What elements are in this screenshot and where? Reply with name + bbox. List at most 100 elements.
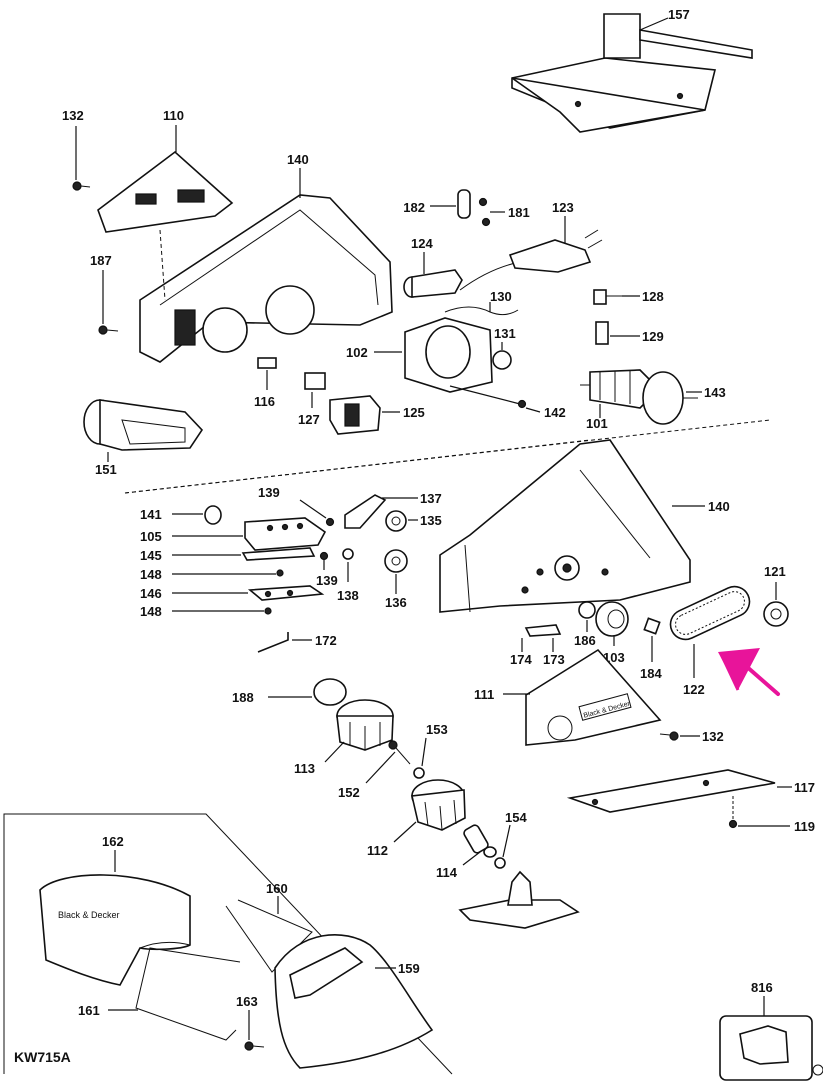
part-154-nut bbox=[494, 857, 506, 869]
part-139-screw-lower bbox=[319, 551, 329, 561]
part-116-clip bbox=[257, 357, 277, 369]
part-182-clamp bbox=[457, 189, 471, 219]
part-123-cable-plug bbox=[459, 229, 603, 291]
highlight-arrow bbox=[718, 648, 780, 696]
label-112: 112 bbox=[367, 843, 388, 858]
label-124: 124 bbox=[411, 236, 433, 251]
label-162: 162 bbox=[102, 834, 124, 849]
part-111-belt-cover: Black & Decker bbox=[525, 648, 662, 746]
part-117-rear-shoe bbox=[566, 769, 776, 813]
label-184: 184 bbox=[640, 666, 662, 681]
part-186-washer bbox=[578, 601, 596, 619]
label-102: 102 bbox=[346, 345, 368, 360]
label-151: 151 bbox=[95, 462, 117, 477]
label-113: 113 bbox=[294, 761, 315, 776]
label-110: 110 bbox=[163, 108, 184, 123]
part-163-screw bbox=[244, 1041, 254, 1051]
label-132-lower: 132 bbox=[702, 729, 724, 744]
label-148-upper: 148 bbox=[140, 567, 162, 582]
label-125: 125 bbox=[403, 405, 425, 420]
label-159: 159 bbox=[398, 961, 420, 976]
label-153: 153 bbox=[426, 722, 448, 737]
part-103-pulley bbox=[595, 601, 629, 637]
label-148-lower: 148 bbox=[140, 604, 162, 619]
label-140-lower: 140 bbox=[708, 499, 730, 514]
part-148-screw-lower bbox=[264, 607, 272, 615]
part-172-hex-key bbox=[257, 632, 289, 653]
label-816: 816 bbox=[751, 980, 773, 995]
label-127: 127 bbox=[298, 412, 320, 427]
label-131: 131 bbox=[494, 326, 516, 341]
label-135: 135 bbox=[420, 513, 442, 528]
label-136: 136 bbox=[385, 595, 407, 610]
part-146-clamp-plate bbox=[247, 585, 325, 601]
label-182: 182 bbox=[403, 200, 425, 215]
part-137-lever bbox=[344, 494, 387, 529]
part-184-nut bbox=[643, 617, 661, 635]
part-front-shoe bbox=[458, 870, 580, 929]
label-163: 163 bbox=[236, 994, 258, 1009]
part-161-bag-frame bbox=[135, 947, 241, 1041]
label-105: 105 bbox=[140, 529, 162, 544]
part-112-front-knob bbox=[411, 779, 466, 831]
part-124-cable-guard bbox=[403, 269, 463, 298]
label-141: 141 bbox=[140, 507, 162, 522]
label-139-top: 139 bbox=[258, 485, 280, 500]
part-162-dust-bag: Black & Decker bbox=[39, 874, 191, 986]
part-132-screw bbox=[72, 181, 91, 191]
part-110-switch-cover bbox=[97, 150, 234, 233]
label-173: 173 bbox=[543, 652, 565, 667]
part-173-key bbox=[524, 624, 562, 637]
diagram-code: KW715A bbox=[14, 1049, 71, 1065]
part-105-cutter-block bbox=[244, 517, 327, 551]
part-148-screw-upper bbox=[276, 569, 284, 577]
label-111: 111 bbox=[474, 687, 494, 702]
label-138: 138 bbox=[337, 588, 359, 603]
label-101: 101 bbox=[586, 416, 608, 431]
part-142-screw bbox=[449, 385, 521, 405]
part-128-brush bbox=[593, 289, 622, 305]
part-140-housing-upper bbox=[139, 194, 393, 363]
part-136-bushing bbox=[384, 549, 408, 573]
label-188: 188 bbox=[232, 690, 254, 705]
part-139-screw-top bbox=[325, 517, 335, 527]
label-114: 114 bbox=[436, 865, 458, 880]
part-152-screw bbox=[388, 740, 411, 765]
label-130: 130 bbox=[490, 289, 512, 304]
label-143: 143 bbox=[704, 385, 726, 400]
part-135-bushing bbox=[385, 510, 407, 532]
label-139-lower: 139 bbox=[316, 573, 338, 588]
part-113-depth-knob bbox=[336, 699, 394, 751]
label-122: 122 bbox=[683, 682, 705, 697]
label-174: 174 bbox=[510, 652, 532, 667]
part-119-screw bbox=[728, 819, 738, 829]
label-161: 161 bbox=[78, 1003, 100, 1018]
part-188-o-ring bbox=[313, 678, 347, 706]
part-151-dust-outlet bbox=[83, 399, 204, 451]
part-140-housing-lower bbox=[439, 439, 691, 613]
part-114-shaft bbox=[463, 824, 497, 858]
label-160: 160 bbox=[266, 881, 288, 896]
part-121-pulley bbox=[763, 601, 789, 627]
part-187-screw bbox=[98, 325, 119, 335]
part-138-washer bbox=[342, 548, 354, 560]
label-142: 142 bbox=[544, 405, 566, 420]
label-186: 186 bbox=[574, 633, 596, 648]
label-129: 129 bbox=[642, 329, 664, 344]
part-129-brush-holder bbox=[595, 321, 609, 345]
label-154: 154 bbox=[505, 810, 527, 825]
part-141-roller bbox=[204, 505, 222, 525]
part-157-stand bbox=[511, 13, 753, 133]
part-102-stator bbox=[404, 317, 493, 393]
label-132-top: 132 bbox=[62, 108, 84, 123]
label-121: 121 bbox=[764, 564, 786, 579]
part-125-switch bbox=[329, 395, 381, 435]
part-101-armature bbox=[580, 369, 698, 425]
label-116: 116 bbox=[254, 394, 275, 409]
label-187: 187 bbox=[90, 253, 112, 268]
part-127-capacitor bbox=[304, 372, 326, 390]
part-130-wire bbox=[444, 306, 519, 316]
label-137: 137 bbox=[420, 491, 442, 506]
label-123: 123 bbox=[552, 200, 574, 215]
